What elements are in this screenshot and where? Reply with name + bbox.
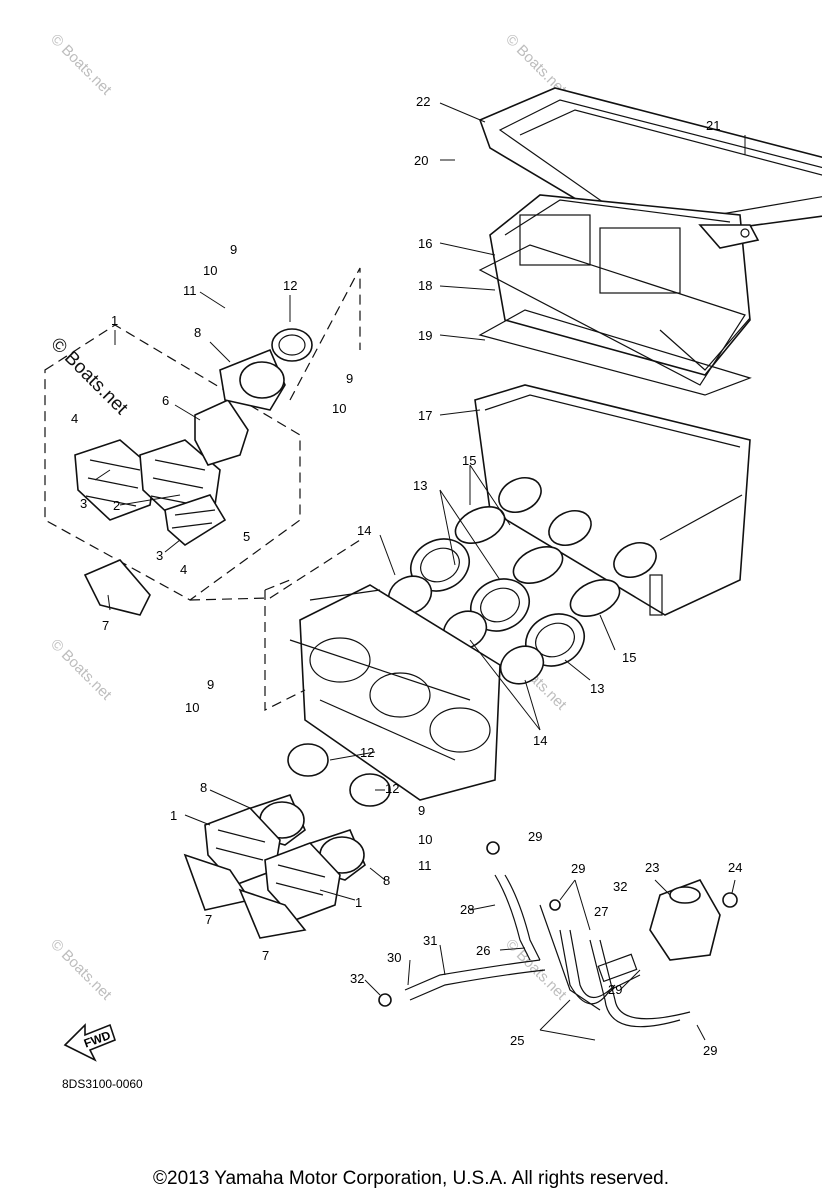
carb-joints	[387, 538, 585, 685]
callout-17: 17	[418, 408, 432, 423]
callout-4: 4	[180, 562, 187, 577]
callout-25: 25	[510, 1033, 524, 1048]
callout-1: 1	[355, 895, 362, 910]
watermark: © Boats.net	[46, 334, 132, 420]
plate	[194, 398, 249, 466]
callout-26: 26	[476, 943, 490, 958]
callout-14: 14	[533, 733, 547, 748]
callout-27: 27	[594, 904, 608, 919]
callout-16: 16	[418, 236, 432, 251]
fuel-hoses	[378, 841, 691, 1028]
callout-6: 6	[162, 393, 169, 408]
copyright-notice: ©2013 Yamaha Motor Corporation, U.S.A. A…	[153, 1168, 669, 1189]
callout-13: 13	[590, 681, 604, 696]
callout-8: 8	[200, 780, 207, 795]
gasket-upper	[83, 559, 151, 616]
fwd-arrow: FWD	[63, 1023, 116, 1062]
callout-9: 9	[418, 803, 425, 818]
callout-4: 4	[71, 411, 78, 426]
fuel-pump	[649, 879, 738, 961]
airbox-joints	[454, 476, 657, 617]
callout-29: 29	[528, 829, 542, 844]
callout-3: 3	[80, 496, 87, 511]
callout-22: 22	[416, 94, 430, 109]
watermark: © Boats.net	[502, 936, 570, 1004]
callout-29: 29	[608, 982, 622, 997]
callout-10: 10	[332, 401, 346, 416]
callout-9: 9	[207, 677, 214, 692]
callout-7: 7	[102, 618, 109, 633]
callout-12: 12	[360, 745, 374, 760]
callout-29: 29	[571, 861, 585, 876]
callout-10: 10	[203, 263, 217, 278]
reed-valve-group	[44, 267, 361, 601]
callout-32: 32	[350, 971, 364, 986]
callout-10: 10	[418, 832, 432, 847]
callout-9: 9	[346, 371, 353, 386]
drawing-code: 8DS3100-0060	[62, 1077, 143, 1091]
callout-15: 15	[462, 453, 476, 468]
gasket-lower	[183, 853, 307, 939]
callout-10: 10	[185, 700, 199, 715]
callout-23: 23	[645, 860, 659, 875]
callout-9: 9	[230, 242, 237, 257]
callout-31: 31	[423, 933, 437, 948]
callout-29: 29	[703, 1043, 717, 1058]
reed-valve-upper	[74, 439, 227, 546]
callout-12: 12	[283, 278, 297, 293]
reed-valve-lower	[204, 807, 341, 921]
callout-28: 28	[460, 902, 474, 917]
callout-numbers: 22 21 20 16 18 19 17 15 13 14 15 13 14 1…	[71, 94, 742, 1058]
airbox-cover	[478, 87, 822, 241]
callout-18: 18	[418, 278, 432, 293]
callout-32: 32	[613, 879, 627, 894]
watermark: © Boats.net	[47, 936, 115, 1004]
callout-24: 24	[728, 860, 742, 875]
callout-30: 30	[387, 950, 401, 965]
callout-8: 8	[194, 325, 201, 340]
manifold-upper	[219, 328, 313, 411]
callout-12: 12	[385, 781, 399, 796]
callout-21: 21	[706, 118, 720, 133]
callout-7: 7	[205, 912, 212, 927]
callout-11: 11	[418, 858, 432, 873]
callout-2: 2	[113, 498, 120, 513]
leader-lines	[94, 102, 746, 1041]
callout-14: 14	[357, 523, 371, 538]
callout-5: 5	[243, 529, 250, 544]
callout-7: 7	[262, 948, 269, 963]
callout-20: 20	[414, 153, 428, 168]
airbox-upper	[489, 194, 760, 376]
callout-11: 11	[183, 283, 197, 298]
callout-1: 1	[170, 808, 177, 823]
watermark: © Boats.net	[47, 636, 115, 704]
carburetor-assembly	[264, 579, 501, 801]
callout-19: 19	[418, 328, 432, 343]
callout-8: 8	[383, 873, 390, 888]
callout-15: 15	[622, 650, 636, 665]
callout-3: 3	[156, 548, 163, 563]
callout-13: 13	[413, 478, 427, 493]
watermark: © Boats.net	[47, 31, 115, 99]
callout-1: 1	[111, 313, 118, 328]
airbox-gaskets	[478, 244, 752, 396]
